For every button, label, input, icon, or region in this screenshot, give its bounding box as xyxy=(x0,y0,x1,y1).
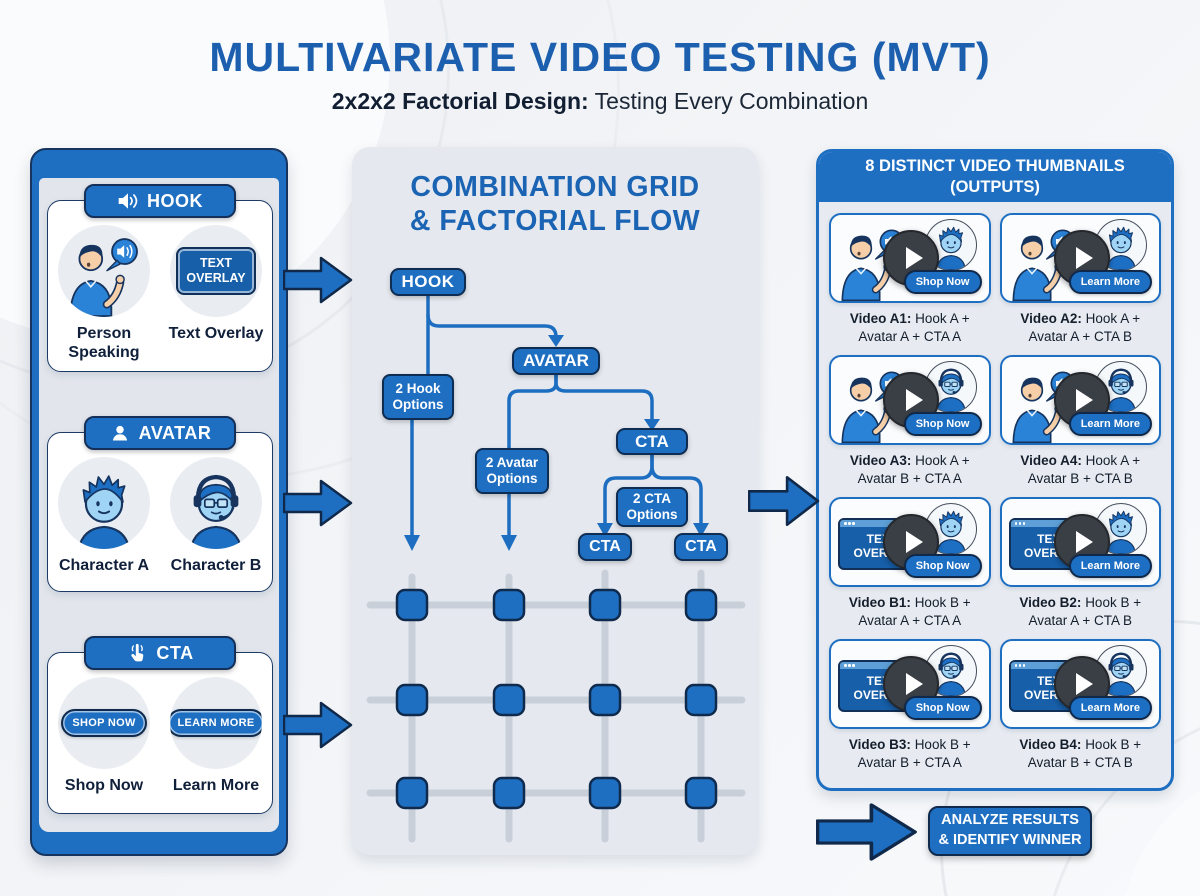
avatar-factor-card: AVATAR Character A Character B xyxy=(47,416,273,592)
video-cell-b3: TEXT OVERLAY Shop Now Video B3: Hook B +… xyxy=(829,639,991,771)
right-arrow-icon xyxy=(816,800,918,864)
shop-now-button[interactable]: SHOP NOW xyxy=(61,709,147,737)
video-caption: Video A2: Hook A + Avatar A + CTA B xyxy=(1020,311,1141,344)
cta-button[interactable]: Shop Now xyxy=(903,554,982,579)
video-thumbnail[interactable]: TEXT OVERLAY Learn More xyxy=(999,355,1161,446)
character-a-circle xyxy=(58,457,150,549)
outputs-header: 8 DISTINCT VIDEO THUMBNAILS (OUTPUTS) xyxy=(819,152,1171,202)
right-arrow-icon xyxy=(283,254,353,306)
video-thumbnail[interactable]: TEXT OVERLAY Shop Now xyxy=(829,355,991,446)
cta-button[interactable]: Shop Now xyxy=(903,412,982,437)
cta-options-badge: 2 CTA Options xyxy=(616,487,688,527)
avatar-option-character-b[interactable]: Character B xyxy=(160,455,272,585)
subtitle-bold: 2x2x2 Factorial Design: xyxy=(331,88,589,114)
factorial-flow-connectors xyxy=(366,294,746,843)
text-overlay-graphic: TEXT OVERLAY xyxy=(176,247,256,295)
option-label: Learn More xyxy=(172,777,260,794)
video-cell-a3: TEXT OVERLAY Shop Now Video A3: Hook A +… xyxy=(829,355,991,487)
cta-button[interactable]: Shop Now xyxy=(903,696,982,721)
video-cell-a2: TEXT OVERLAY Learn More Video A2: Hook A… xyxy=(999,213,1161,345)
option-label: Shop Now xyxy=(64,777,144,794)
avatar-option-character-a[interactable]: Character A xyxy=(48,455,160,585)
video-caption: Video A4: Hook A + Avatar B + CTA B xyxy=(1020,453,1141,486)
avatar-pill-label: AVATAR xyxy=(138,422,212,443)
video-caption: Video B1: Hook B + Avatar A + CTA A xyxy=(848,595,971,628)
cta-button[interactable]: Shop Now xyxy=(903,270,982,294)
video-thumbnail[interactable]: TEXT OVERLAY Shop Now xyxy=(829,497,991,588)
page-title: MULTIVARIATE VIDEO TESTING (MVT) xyxy=(209,34,991,80)
video-cell-b4: TEXT OVERLAY Learn More Video B4: Hook B… xyxy=(999,639,1161,771)
video-cell-a4: TEXT OVERLAY Learn More Video A4: Hook A… xyxy=(999,355,1161,487)
video-cell-b1: TEXT OVERLAY Shop Now Video B1: Hook B +… xyxy=(829,497,991,629)
video-caption: Video A1: Hook A + Avatar A + CTA A xyxy=(849,311,970,344)
flow-node-hook: HOOK xyxy=(390,268,466,296)
shop-now-circle: SHOP NOW xyxy=(58,677,150,769)
option-label: Person Speaking xyxy=(68,325,140,362)
learn-more-circle: LEARN MORE xyxy=(170,677,262,769)
cta-button[interactable]: Learn More xyxy=(1068,270,1152,294)
video-caption: Video B4: Hook B + Avatar B + CTA B xyxy=(1019,737,1142,770)
hook-factor-card: HOOK Person Speaking TEXT OVERLAY Text O… xyxy=(47,184,273,372)
character-b-illustration xyxy=(173,463,259,549)
video-caption: Video B3: Hook B + Avatar B + CTA A xyxy=(848,737,971,770)
person-speaking-illustration xyxy=(60,233,148,317)
option-label: Character A xyxy=(58,557,150,574)
avatar-pill: AVATAR xyxy=(84,416,236,450)
cta-pill-header: CTA xyxy=(84,636,236,670)
right-arrow-icon xyxy=(283,699,353,751)
hook-options-badge: 2 Hook Options xyxy=(382,374,454,420)
video-thumbnail[interactable]: TEXT OVERLAY Shop Now xyxy=(829,213,991,303)
person-speaking-circle xyxy=(58,225,150,317)
subtitle-rest: Testing Every Combination xyxy=(594,88,869,114)
hook-option-person-speaking[interactable]: Person Speaking xyxy=(48,223,160,365)
video-cell-a1: TEXT OVERLAY Shop Now Video A1: Hook A +… xyxy=(829,213,991,345)
combination-grid-title: COMBINATION GRID & FACTORIAL FLOW xyxy=(409,171,701,237)
cta-button[interactable]: Learn More xyxy=(1068,554,1152,579)
speaker-icon xyxy=(117,191,139,211)
outputs-panel: 8 DISTINCT VIDEO THUMBNAILS (OUTPUTS) TE… xyxy=(816,149,1174,791)
learn-more-button[interactable]: LEARN MORE xyxy=(170,709,262,737)
tap-icon xyxy=(126,643,148,663)
flow-node-cta-left: CTA xyxy=(578,533,632,561)
hook-pill-label: HOOK xyxy=(147,190,203,211)
video-caption: Video B2: Hook B + Avatar A + CTA B xyxy=(1019,595,1142,628)
character-b-circle xyxy=(170,457,262,549)
page-subtitle: 2x2x2 Factorial Design: Testing Every Co… xyxy=(0,88,1200,115)
right-arrow-icon xyxy=(748,473,820,529)
video-thumbnail[interactable]: TEXT OVERLAY Learn More xyxy=(999,639,1161,730)
avatar-options-badge: 2 Avatar Options xyxy=(475,448,549,494)
hook-pill: HOOK xyxy=(84,184,236,218)
option-label: Character B xyxy=(170,557,262,574)
combination-grid-panel: COMBINATION GRID & FACTORIAL FLOW xyxy=(352,147,758,855)
analyze-results-button[interactable]: ANALYZE RESULTS & IDENTIFY WINNER xyxy=(928,806,1092,856)
video-thumbnails-grid: TEXT OVERLAY Shop Now Video A1: Hook A +… xyxy=(819,202,1171,782)
flow-node-avatar: AVATAR xyxy=(512,347,600,375)
character-a-illustration xyxy=(61,463,147,549)
cta-pill-label: CTA xyxy=(156,642,194,663)
video-thumbnail[interactable]: TEXT OVERLAY Shop Now xyxy=(829,639,991,730)
video-thumbnail[interactable]: TEXT OVERLAY Learn More xyxy=(999,497,1161,588)
cta-factor-card: CTA SHOP NOW Shop Now LEARN MORE Learn M… xyxy=(47,636,273,814)
inputs-panel: HOOK Person Speaking TEXT OVERLAY Text O… xyxy=(30,148,288,856)
hook-option-text-overlay[interactable]: TEXT OVERLAY Text Overlay xyxy=(160,223,272,365)
text-overlay-circle: TEXT OVERLAY xyxy=(170,225,262,317)
cta-option-learn-more[interactable]: LEARN MORE Learn More xyxy=(160,675,272,807)
video-caption: Video A3: Hook A + Avatar B + CTA A xyxy=(849,453,970,486)
cta-button[interactable]: Learn More xyxy=(1068,412,1152,437)
right-arrow-icon xyxy=(283,477,353,529)
video-thumbnail[interactable]: TEXT OVERLAY Learn More xyxy=(999,213,1161,303)
flow-node-cta: CTA xyxy=(616,428,688,455)
cta-button[interactable]: Learn More xyxy=(1068,696,1152,721)
avatar-icon xyxy=(109,423,131,443)
cta-option-shop-now[interactable]: SHOP NOW Shop Now xyxy=(48,675,160,807)
option-label: Text Overlay xyxy=(168,325,264,342)
video-cell-b2: TEXT OVERLAY Learn More Video B2: Hook B… xyxy=(999,497,1161,629)
flow-node-cta-right: CTA xyxy=(674,533,728,561)
